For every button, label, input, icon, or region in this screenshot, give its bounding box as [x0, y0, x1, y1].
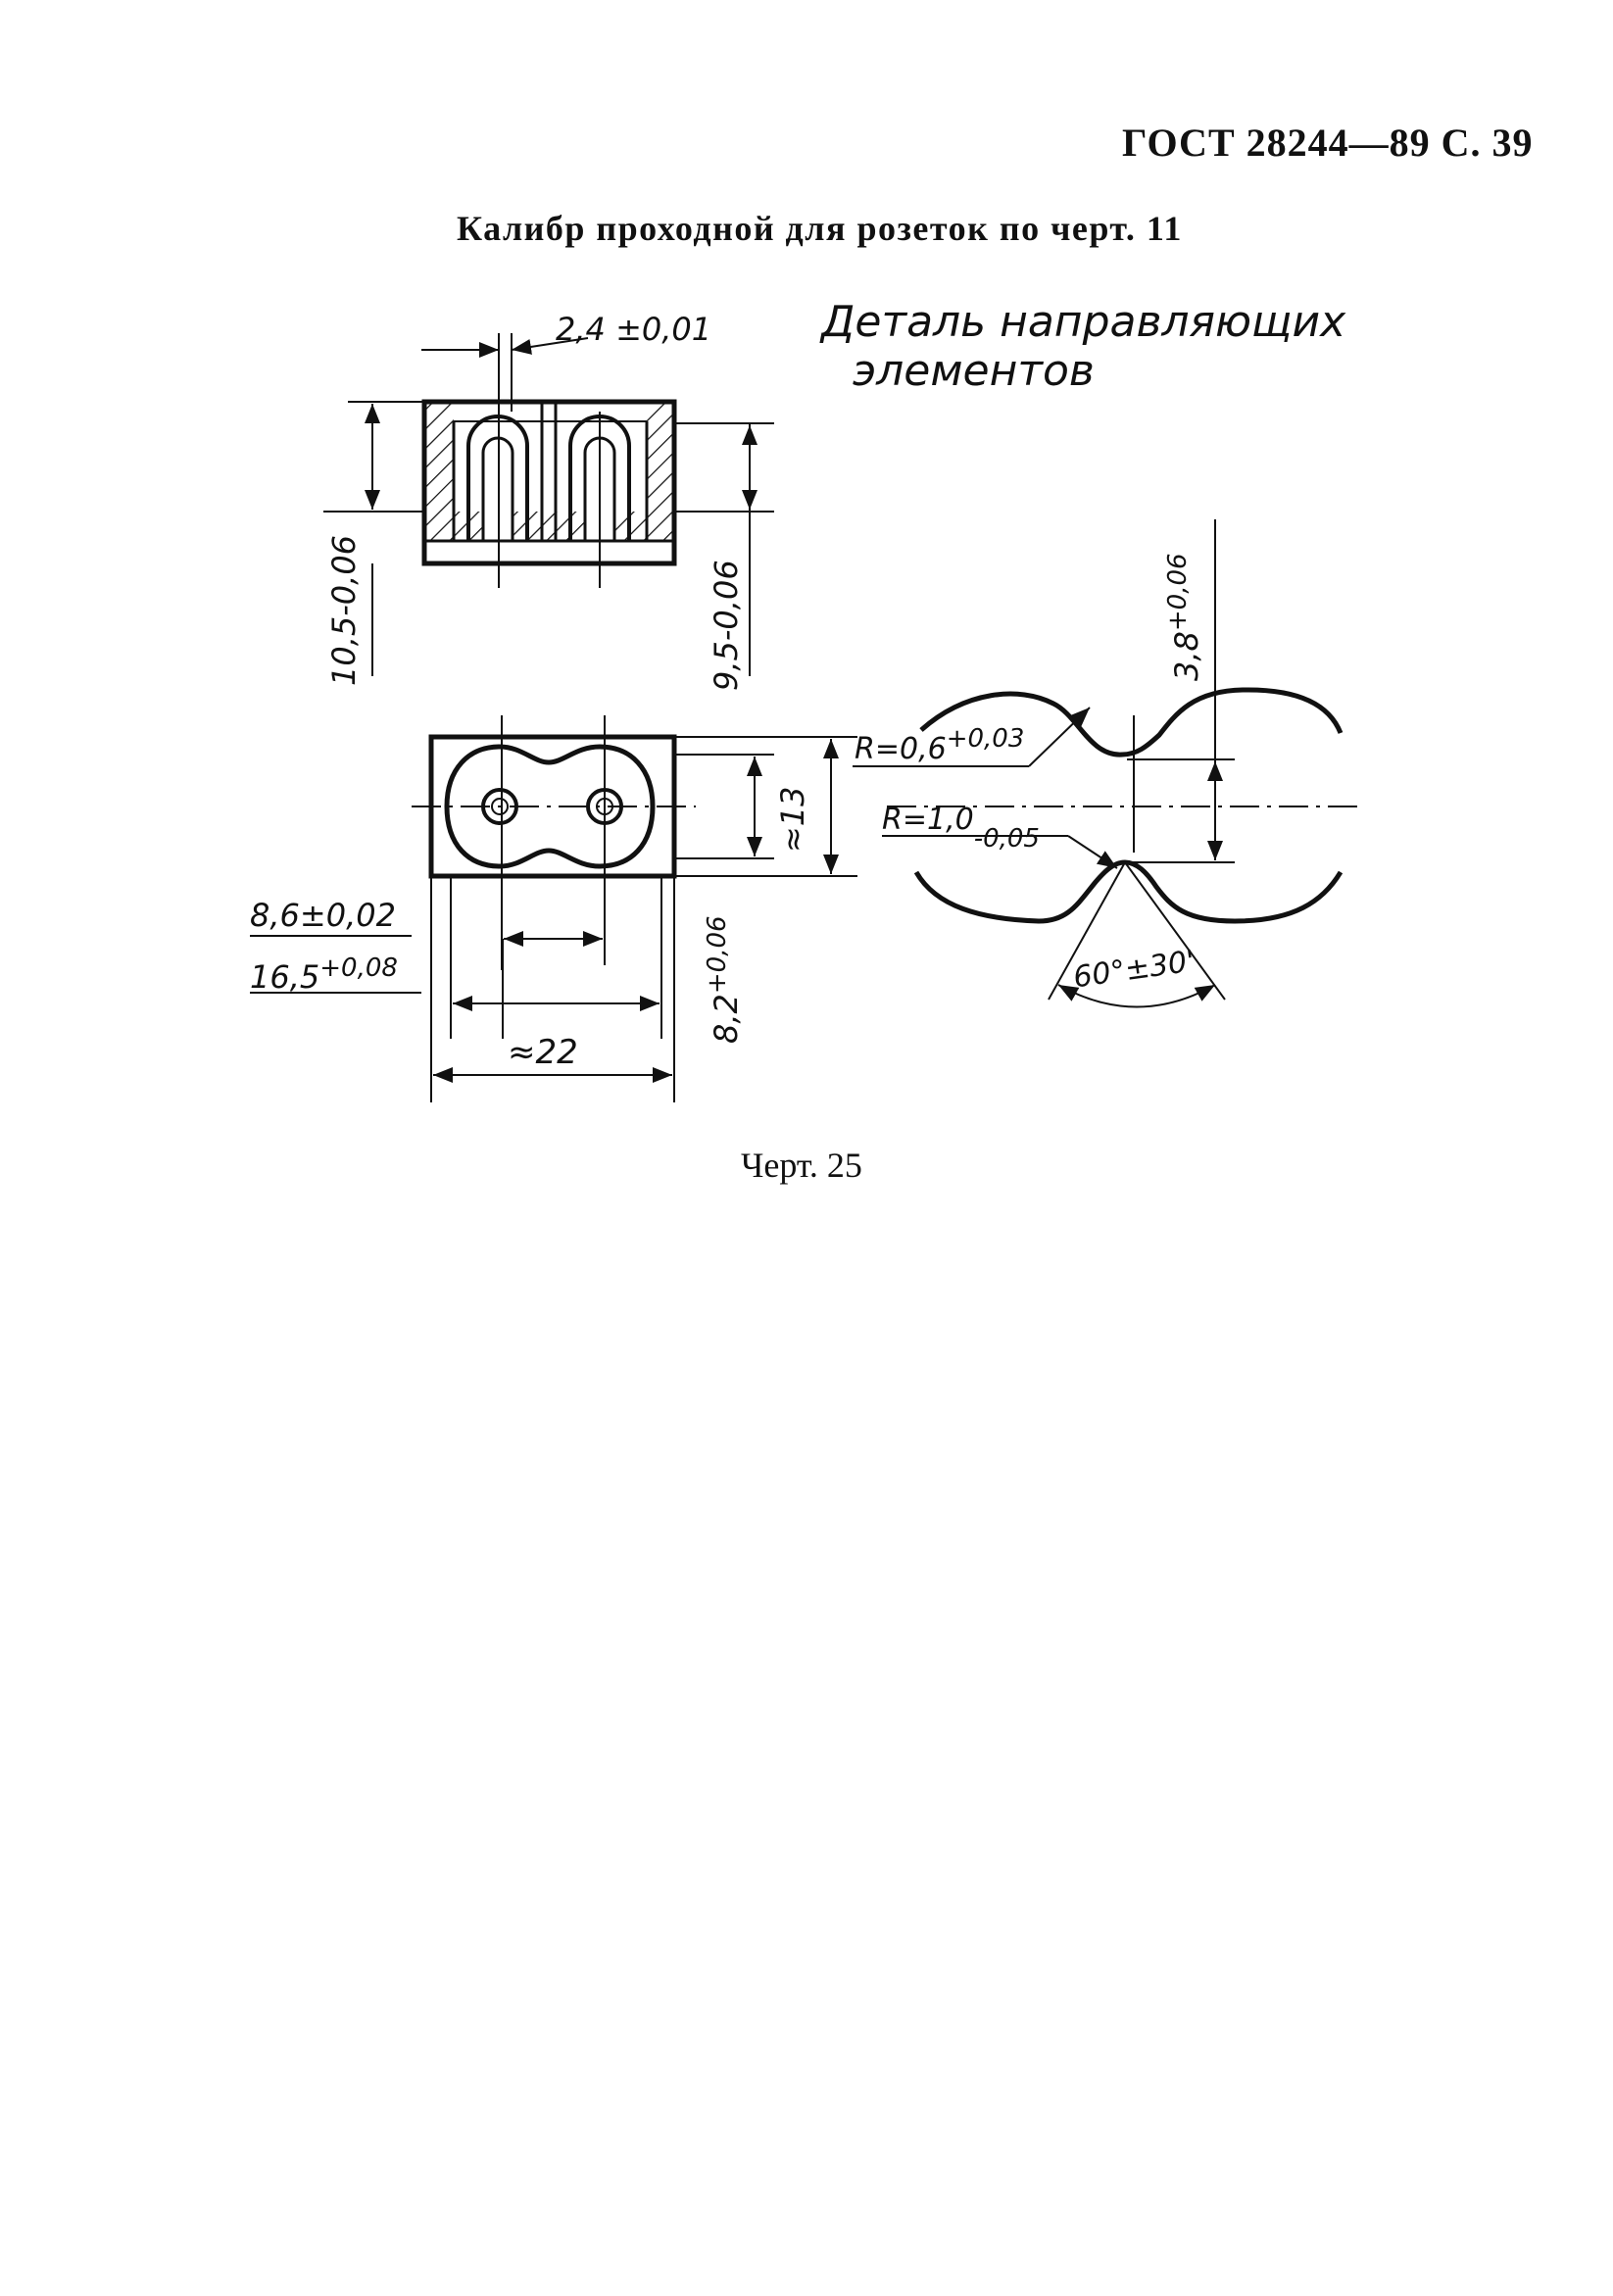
dim-depth-3-8: 3,8+0,06 — [1163, 553, 1205, 681]
dim-width-8-2: 8,2+0,06 — [703, 915, 745, 1044]
section-view — [323, 333, 774, 676]
guide-detail-label: Деталь направляющих элементов — [819, 297, 1346, 396]
figure-caption: Черт. 25 — [741, 1146, 862, 1185]
dim-height-inner: 9,5-0,06 — [708, 560, 745, 691]
dim-approx-13: ≈13 — [774, 786, 811, 853]
section-view-dimensions: 2,4 ±0,01 10,5-0,06 9,5-0,06 — [325, 311, 745, 691]
detail-label-line2: элементов — [853, 346, 1095, 396]
guide-detail-view — [853, 519, 1357, 1008]
dim-radius-small: R=0,6+0,03 — [855, 724, 1024, 766]
dim-radius-large: R=1,0-0,05 — [882, 803, 1040, 854]
dim-slot-width: 2,4 ±0,01 — [556, 311, 711, 348]
dim-angle: 60°±30' — [1071, 944, 1197, 995]
dim-height-total: 10,5-0,06 — [325, 535, 363, 686]
dim-approx-22: ≈22 — [508, 1033, 578, 1072]
plan-view — [250, 715, 857, 1102]
detail-label-line1: Деталь направляющих — [819, 297, 1346, 347]
document-title: Калибр проходной для розеток по черт. 11 — [457, 209, 1183, 248]
dim-width-16-5: 16,5+0,08 — [250, 953, 398, 996]
plan-view-dimensions: 8,6±0,02 16,5+0,08 ≈22 ≈13 8,2+0,06 — [250, 786, 811, 1072]
guide-detail-dimensions: 3,8+0,06 R=0,6+0,03 R=1,0-0,05 60°±30' — [855, 553, 1205, 995]
dim-pitch: 8,6±0,02 — [250, 897, 396, 934]
page-header: ГОСТ 28244—89 С. 39 — [1122, 121, 1534, 165]
